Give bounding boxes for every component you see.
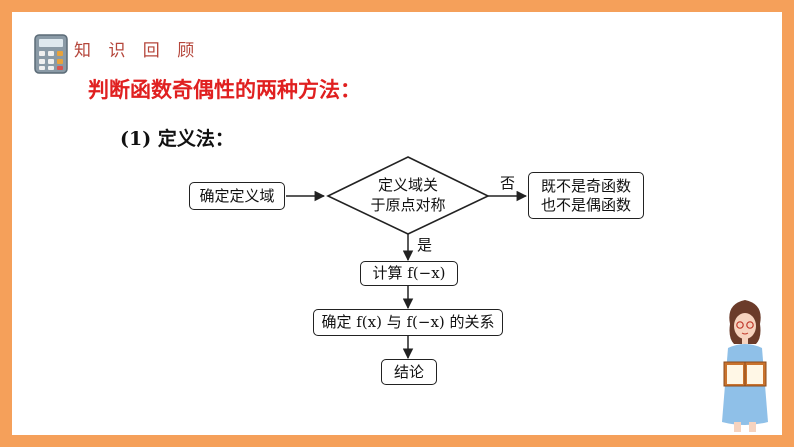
node-conclusion: 结论 xyxy=(381,359,437,385)
edge-label-no: 否 xyxy=(500,174,516,192)
teacher-illustration xyxy=(722,300,768,432)
node-determine-domain-label: 确定定义域 xyxy=(199,186,275,205)
subtitle: 判断函数奇偶性的两种方法： xyxy=(88,77,361,102)
node-neither-line1: 既不是奇函数 xyxy=(540,176,631,195)
slide: 知 识 回 顾 判断函数奇偶性的两种方法： (1) 定义法： 确定定义域 定义域… xyxy=(12,12,782,435)
header-title: 知 识 回 顾 xyxy=(74,41,201,61)
node-compute-label: 计算 f(−x) xyxy=(372,264,446,283)
edge-label-yes: 是 xyxy=(417,236,433,254)
node-neither-line2: 也不是偶函数 xyxy=(540,195,631,214)
section-heading: (1) 定义法： xyxy=(120,128,234,150)
decision-label: 定义域关 于原点对称 xyxy=(350,176,466,215)
decision-diamond xyxy=(326,156,490,235)
node-compute-f-minus-x: 计算 f(−x) xyxy=(360,261,458,286)
node-compare-fx-f-minus-x: 确定 f(x) 与 f(−x) 的关系 xyxy=(313,309,503,336)
decision-label-line1: 定义域关 xyxy=(377,176,438,194)
node-conclusion-label: 结论 xyxy=(393,362,424,381)
flowchart-connectors xyxy=(286,156,528,360)
decision-label-line2: 于原点对称 xyxy=(370,195,446,214)
calculator-icon xyxy=(34,34,68,74)
node-determine-domain: 确定定义域 xyxy=(189,182,285,210)
node-compare-label: 确定 f(x) 与 f(−x) 的关系 xyxy=(321,313,495,332)
node-neither-odd-nor-even: 既不是奇函数 也不是偶函数 xyxy=(528,172,644,219)
